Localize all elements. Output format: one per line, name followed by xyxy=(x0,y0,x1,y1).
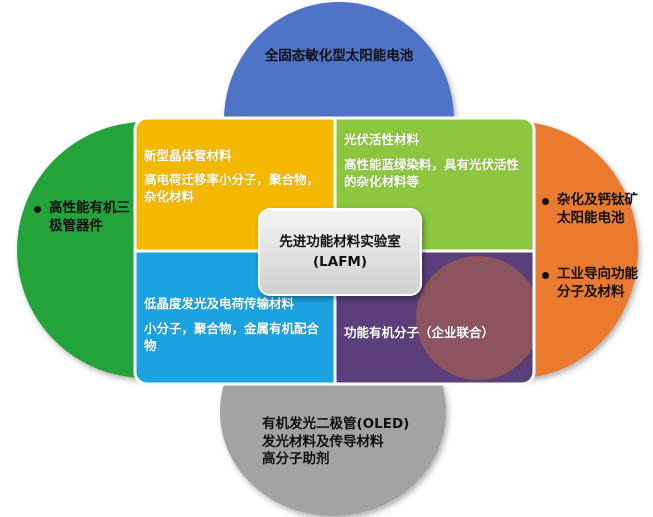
quadrant-grid xyxy=(135,118,534,384)
quadrant-top-right-body: 高性能蓝绿染料，具有光伏活性的杂化材料等 xyxy=(344,157,520,189)
bullet-dot xyxy=(542,272,549,279)
left-petal-item: 高性能有机三极管器件 xyxy=(34,200,134,235)
right-petal-item-1: 杂化及钙钛矿太阳能电池 xyxy=(542,192,642,227)
bottom-petal-text: 有机发光二极管(OLED) 发光材料及传导材料 高分子助剂 xyxy=(262,416,432,469)
right-petal-item-2: 工业导向功能分子及材料 xyxy=(542,266,642,301)
bottom-petal-line-2: 发光材料及传导材料 xyxy=(262,433,384,450)
quadrant-top-right-text: 光伏活性材料 高性能蓝绿染料，具有光伏活性的杂化材料等 xyxy=(344,132,526,190)
right-petal-label-1: 杂化及钙钛矿太阳能电池 xyxy=(557,192,638,226)
quadrant-bottom-left-text: 低晶度发光及电荷传输材料 小分子，聚合物，金属有机配合物 xyxy=(144,296,329,354)
quadrant-bottom-left-body: 小分子，聚合物，金属有机配合物 xyxy=(144,321,320,353)
quadrant-bottom-right-text: 功能有机分子（企业联合） xyxy=(344,325,529,341)
bullet-dot xyxy=(542,198,549,205)
quadrant-top-left-body: 高电荷迁移率小分子，聚合物，杂化材料 xyxy=(144,172,320,204)
right-petal-label-2: 工业导向功能分子及材料 xyxy=(557,266,638,300)
center-lab-box: 先进功能材料实验室 (LAFM) xyxy=(258,208,422,296)
quadrant-bottom-right-title: 功能有机分子（企业联合） xyxy=(344,325,495,340)
left-petal-label: 高性能有机三极管器件 xyxy=(49,200,130,234)
overlay-circle xyxy=(416,256,534,380)
center-subtitle: (LAFM) xyxy=(312,254,368,270)
quadrant-top-left-title: 新型晶体管材料 xyxy=(144,148,232,163)
quadrant-bottom-left-title: 低晶度发光及电荷传输材料 xyxy=(144,296,295,311)
center-title: 先进功能材料实验室 xyxy=(279,233,401,250)
bottom-petal-line-3: 高分子助剂 xyxy=(262,451,330,468)
bottom-petal-line-1: 有机发光二极管(OLED) xyxy=(262,416,410,432)
top-petal-label: 全固态敏化型太阳能电池 xyxy=(264,48,414,64)
quadrant-top-left-text: 新型晶体管材料 高电荷迁移率小分子，聚合物，杂化材料 xyxy=(144,148,329,205)
bullet-dot xyxy=(34,206,41,213)
quadrant-top-right-title: 光伏活性材料 xyxy=(344,132,420,147)
central-frame xyxy=(133,116,536,386)
